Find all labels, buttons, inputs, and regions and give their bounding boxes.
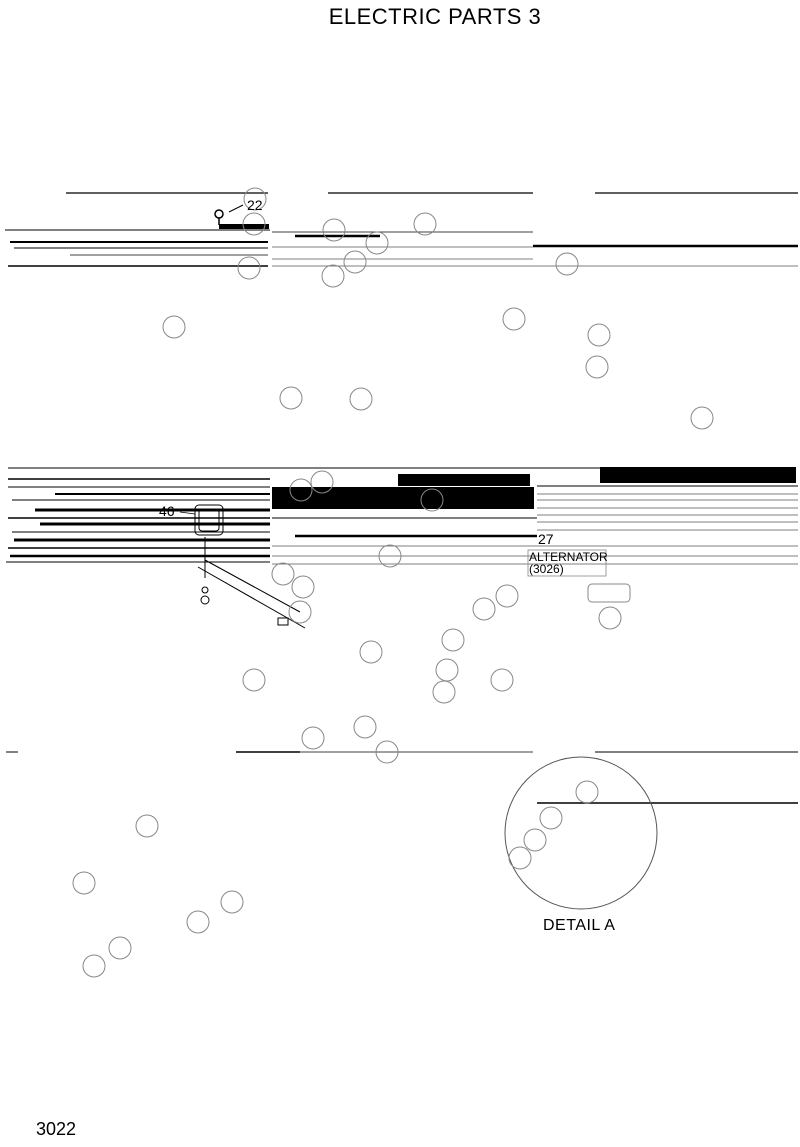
callout-27: 27 (538, 531, 554, 547)
detail-a-circle (504, 756, 658, 910)
detail-a-label: DETAIL A (543, 917, 616, 934)
top-drawing-band (5, 192, 798, 267)
lower-drawing-band (6, 751, 798, 804)
page-title: ELECTRIC PARTS 3 (328, 4, 542, 29)
callout-46: 46 (159, 503, 175, 519)
middle-drawing-band (6, 467, 798, 629)
callout-22: 22 (247, 197, 263, 213)
alternator-code: (3026) (529, 562, 564, 576)
alternator-label: ALTERNATOR (529, 550, 608, 564)
callout-bubbles (72, 187, 714, 978)
page-number: 3022 (36, 1119, 77, 1139)
